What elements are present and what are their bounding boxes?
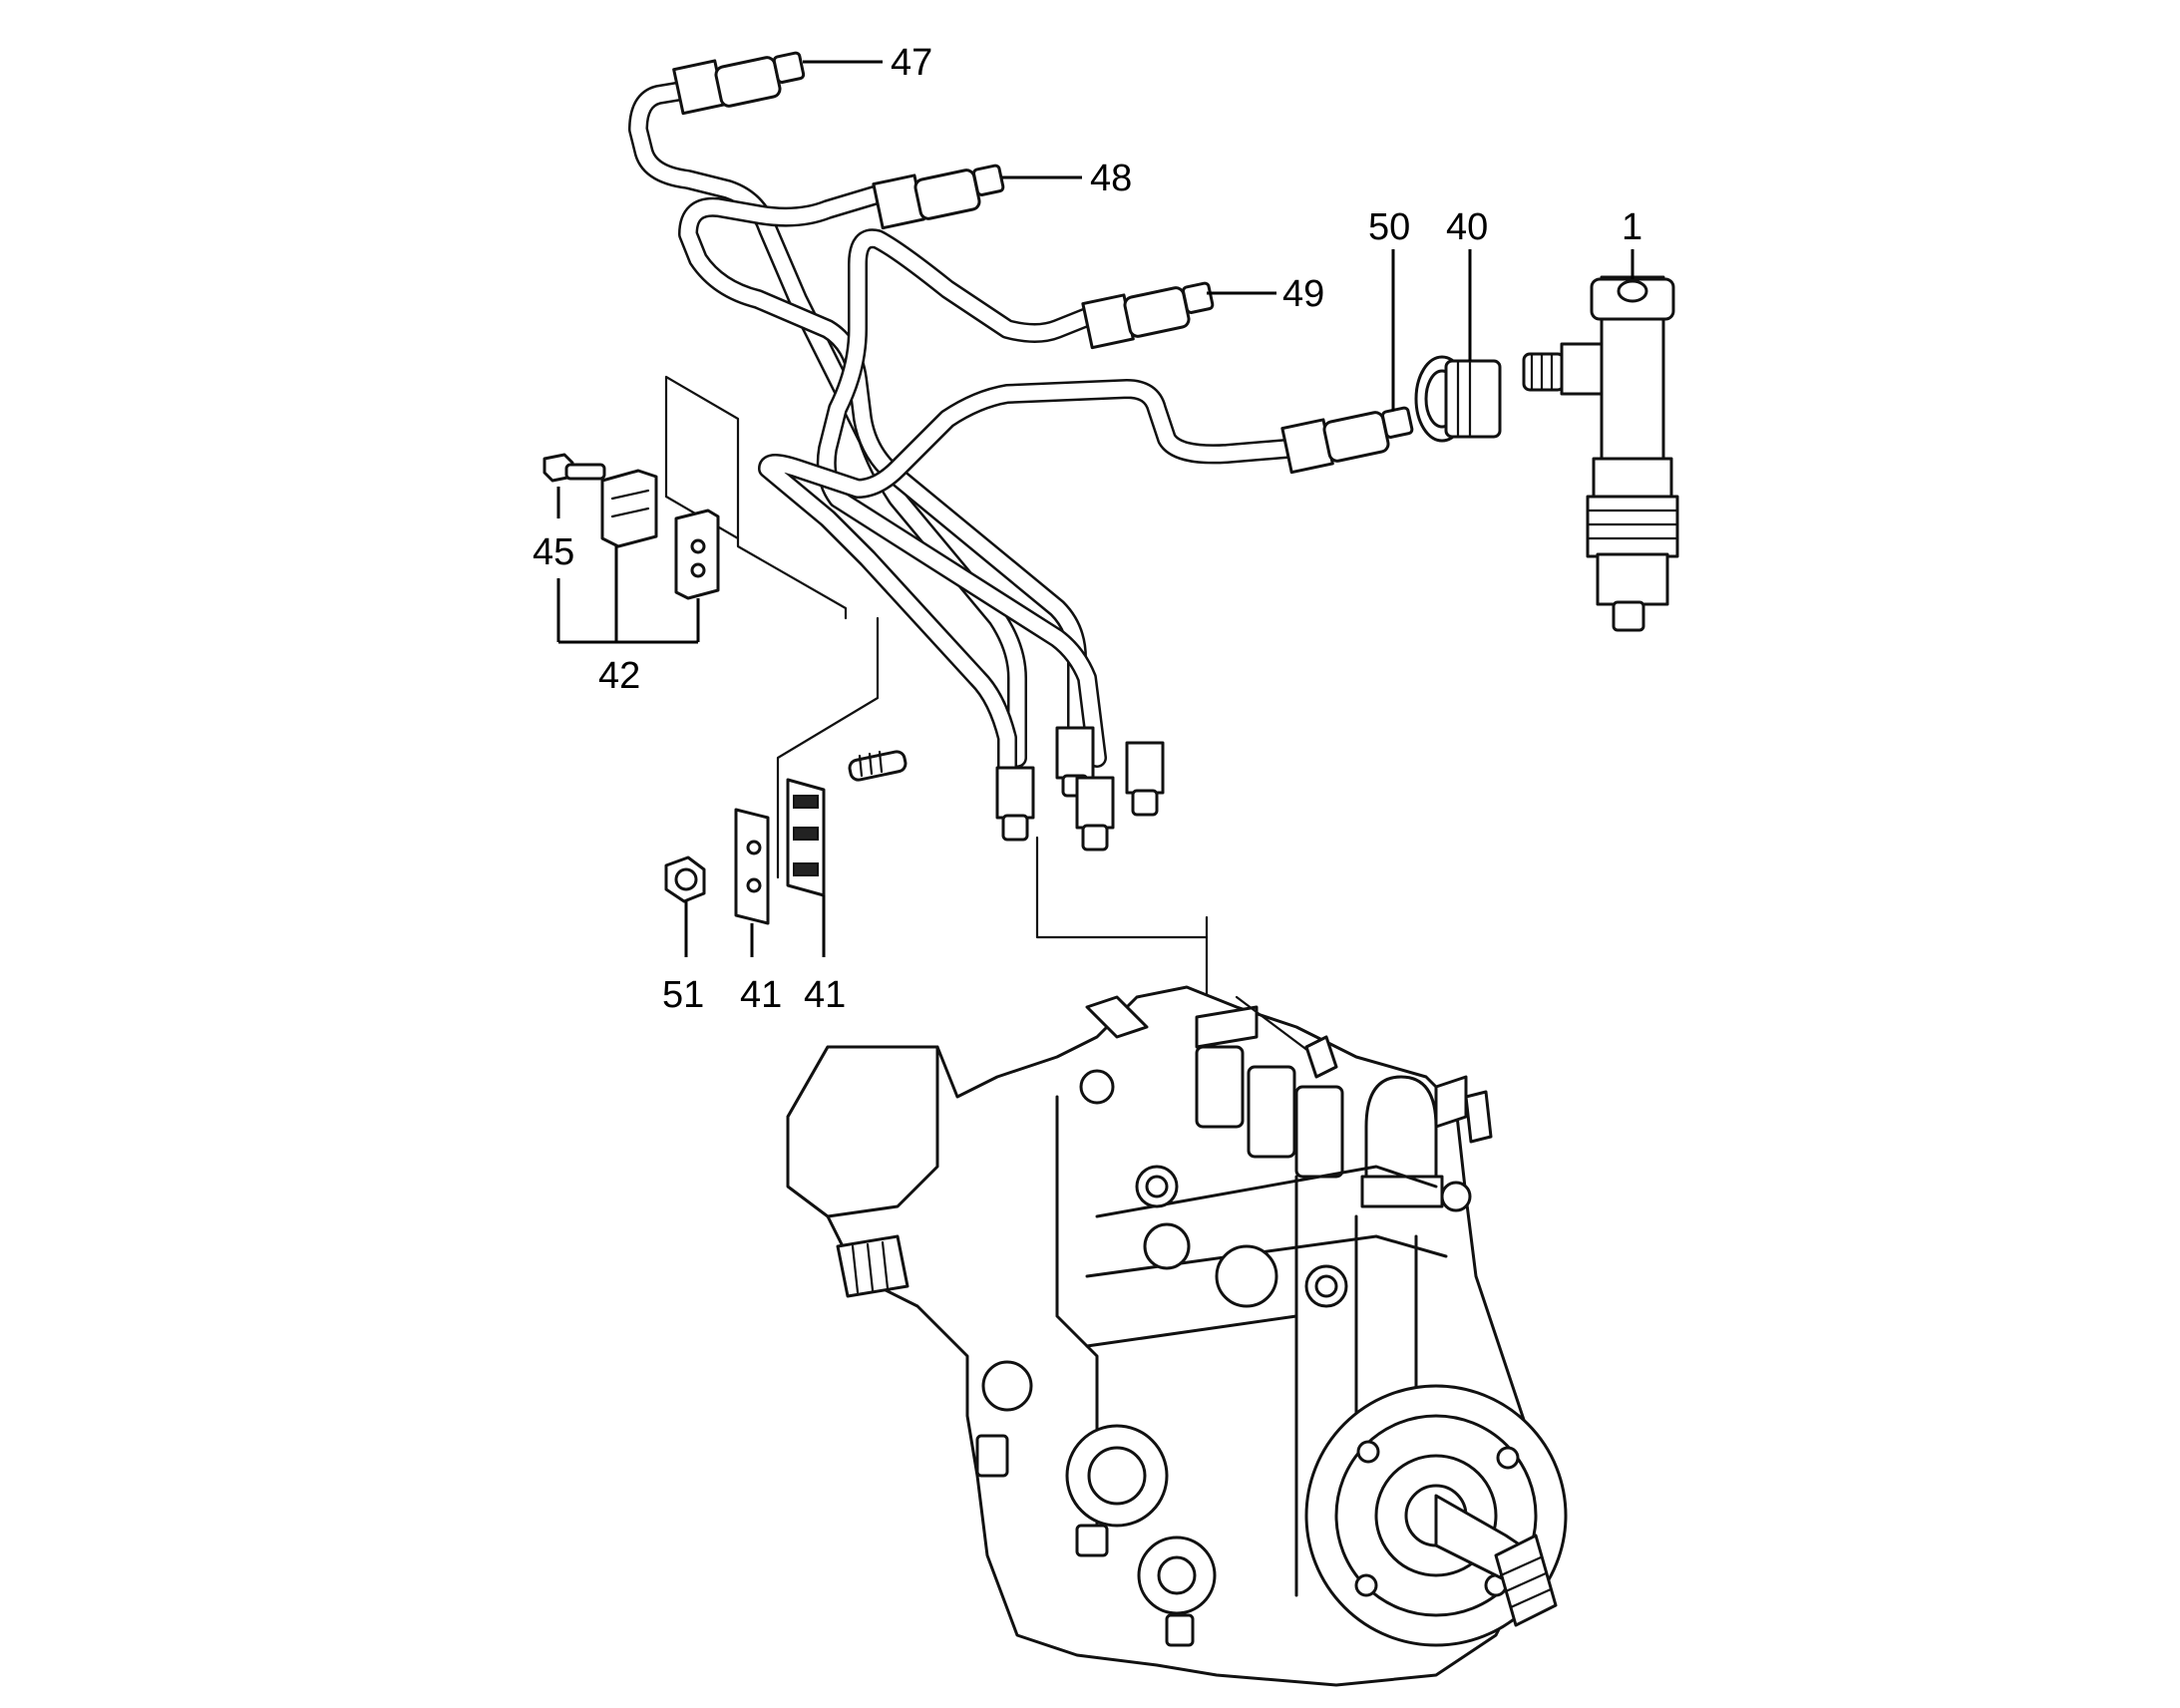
callout-42: 42 (598, 655, 640, 697)
callout-49: 49 (1282, 273, 1324, 315)
callout-1: 1 (1622, 206, 1642, 248)
callout-48: 48 (1090, 158, 1132, 199)
bolt-45-icon (543, 453, 606, 483)
pipe-nut-49-icon (1081, 281, 1215, 350)
injection-pipe-47-icon (628, 80, 1027, 768)
callout-50: 50 (1368, 206, 1410, 248)
callout-41-right: 41 (804, 974, 846, 1016)
injection-pipe-48-icon (678, 184, 1087, 748)
pipe-clamp-41-icon (734, 616, 908, 925)
callout-47: 47 (891, 42, 932, 84)
pipe-nut-47-icon (672, 51, 806, 116)
injection-pipe-49-icon (816, 228, 1107, 768)
nut-51-icon (664, 855, 706, 903)
callout-40: 40 (1446, 206, 1488, 248)
leader-lines (556, 60, 1635, 957)
injector-1-icon (1522, 275, 1679, 632)
callout-labels: 47 48 49 50 40 1 45 42 51 41 41 (533, 42, 1642, 1016)
clamp-set-42-icon (600, 375, 848, 620)
pipe-nut-48-icon (872, 164, 1005, 230)
injector-seal-40-icon (1414, 355, 1502, 443)
injection-pump-icon (786, 836, 1568, 1687)
callout-45: 45 (533, 531, 574, 573)
injection-pipe-50-icon (758, 379, 1296, 778)
pipe-nut-lower-icon (995, 726, 1165, 852)
callout-41-left: 41 (740, 974, 782, 1016)
pipe-nut-50-icon (1280, 406, 1414, 475)
injection-pipes (628, 51, 1414, 852)
callout-51: 51 (662, 974, 704, 1016)
